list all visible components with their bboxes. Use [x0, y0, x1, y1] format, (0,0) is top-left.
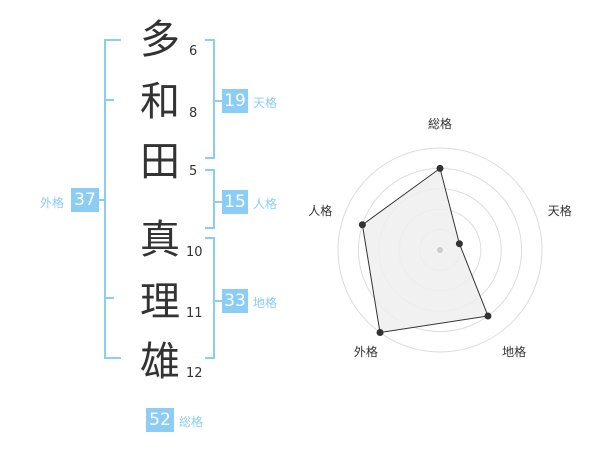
jinkaku-label: 人格 [253, 197, 278, 211]
stroke-count-2: 8 [189, 106, 198, 121]
radar-point-2 [455, 240, 463, 248]
jinkaku-value: 15 [222, 190, 248, 214]
name-char-5: 理 [140, 279, 180, 325]
name-char-3: 田 [140, 139, 180, 185]
gaikaku-label: 外格 [40, 196, 65, 210]
name-char-1: 多 [140, 17, 180, 63]
radar-point-5 [358, 221, 366, 229]
radar-point-1 [436, 164, 444, 172]
stroke-count-3: 5 [189, 164, 198, 179]
radar-axis-label-5: 人格 [308, 203, 332, 218]
tenkaku-label: 天格 [253, 96, 278, 110]
stroke-count-5: 11 [186, 306, 203, 321]
soukaku-label: 総格 [179, 415, 204, 429]
name-char-2: 和 [140, 79, 180, 125]
name-char-4: 真 [140, 217, 180, 263]
jinkaku-bracket [205, 169, 215, 229]
stroke-count-4: 10 [186, 245, 203, 260]
chikaku-bracket [205, 237, 215, 359]
tenkaku-bracket [205, 39, 215, 159]
gaikaku-value: 37 [71, 188, 99, 212]
tenkaku-value: 19 [222, 89, 248, 113]
radar-center [437, 247, 443, 253]
soukaku-value: 52 [146, 408, 174, 432]
stroke-count-1: 6 [189, 44, 198, 59]
radar-axis-label-1: 総格 [428, 116, 452, 131]
radar-point-3 [484, 312, 492, 320]
radar-polygon [361, 167, 489, 334]
radar-axis-label-4: 外格 [354, 344, 378, 359]
radar-axis-label-2: 天格 [548, 203, 572, 218]
chikaku-value: 33 [222, 289, 248, 313]
radar-ring-5 [337, 147, 543, 353]
chikaku-label: 地格 [253, 296, 278, 310]
name-char-6: 雄 [140, 339, 180, 385]
radar-point-4 [376, 329, 384, 337]
radar-axis-label-3: 地格 [502, 344, 526, 359]
stroke-count-6: 12 [186, 366, 203, 381]
